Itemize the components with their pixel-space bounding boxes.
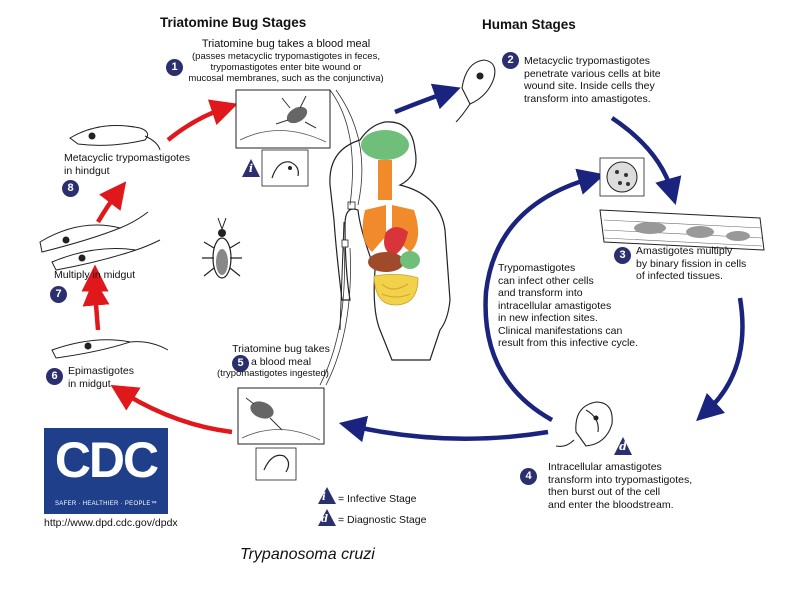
step-7-text: Multiply in midgut: [54, 269, 135, 282]
step-4-badge: 4: [520, 468, 537, 485]
amastigote-cell-circle: [599, 157, 645, 197]
note-line-2: can infect other cells: [498, 274, 594, 287]
step-3-line-3: of infected tissues.: [636, 270, 723, 282]
cdc-tagline: SAFER · HEALTHIER · PEOPLE™: [54, 501, 157, 507]
arrow-4-to-5: [338, 415, 549, 443]
step-8-text: Metacyclic trypomastigotes in hindgut: [64, 152, 190, 177]
step-3-badge: 3: [614, 247, 631, 264]
liver-organ: [368, 252, 404, 272]
reinfection-note: Trypomastigotes can infect other cells a…: [498, 262, 638, 350]
step-2-line-3: wound site. Inside cells they: [524, 80, 655, 92]
heart-organ: [384, 227, 408, 256]
brain-organ: [361, 130, 409, 160]
note-line-3: and transform into: [498, 287, 583, 299]
step-5-line-1: Triatomine bug takes: [232, 343, 330, 355]
bite-marker-lower: [341, 239, 349, 248]
step-5-line-3: (trypomastigotes ingested): [217, 368, 329, 379]
step-8-badge: 8: [62, 180, 79, 197]
bug-stages-header: Triatomine Bug Stages: [160, 15, 307, 30]
triatomine-bug-illustration: [202, 217, 242, 279]
human-stages-header: Human Stages: [482, 17, 576, 32]
infected-muscle-tissue: [599, 209, 765, 251]
step-3-line-2: by binary fission in cells: [636, 257, 747, 270]
parasite-stage6: [51, 339, 169, 359]
note-line-4: intracellular amastigotes: [498, 299, 612, 312]
step-2-line-2: penetrate various cells at bite: [524, 67, 661, 80]
arrow-1-to-2: [394, 83, 461, 115]
step-6-line-2: in midgut: [68, 377, 111, 390]
step-8-line-1: Metacyclic trypomastigotes: [64, 152, 191, 164]
bite-marker-upper: [347, 201, 356, 210]
human-cycle-arrows: [338, 83, 745, 443]
note-line-7: result from this infective cycle.: [498, 337, 639, 349]
arrow-5-to-6: [110, 384, 233, 435]
step-6-line-1: Epimastigotes: [68, 365, 134, 377]
arrow-2-to-3: [610, 116, 682, 205]
arrow-bug-to-1: [166, 99, 238, 142]
step-4-line-2: transform into trypomastigotes,: [548, 473, 693, 486]
arrow-6-to-7: [82, 278, 110, 331]
step-4-text: Intracellular amastigotes transform into…: [548, 461, 692, 511]
step-6-badge: 6: [46, 368, 63, 385]
parasite-stage8: [69, 125, 161, 151]
step-2-line-4: transform into amastigotes.: [524, 92, 651, 105]
note-line-1: Trypomastigotes: [498, 262, 576, 274]
parasite-stage2: [455, 59, 496, 123]
step-1-line-3: trypomastigotes enter bite wound or: [210, 61, 362, 73]
step-1-text: Triatomine bug takes a blood meal (passe…: [186, 38, 386, 84]
figure-caption: Trypanosoma cruzi: [240, 546, 375, 563]
step-1-badge: 1: [166, 59, 183, 76]
step-1-line-1: Triatomine bug takes a blood meal: [201, 38, 371, 50]
intestines-organ: [373, 274, 419, 306]
inset-stage5-parasite: [255, 447, 297, 481]
step-3-line-1: Amastigotes multiply: [636, 245, 733, 257]
cdc-logo: CDC SAFER · HEALTHIER · PEOPLE™: [44, 428, 168, 514]
arrow-8-to-top: [96, 181, 127, 224]
human-figure: [329, 121, 451, 361]
note-line-5: in new infection sites.: [498, 312, 598, 324]
legend-infective-symbol: i: [322, 492, 326, 503]
legend-badges: [318, 487, 336, 526]
step-6-text: Epimastigotes in midgut: [68, 365, 134, 390]
step-3-text: Amastigotes multiply by binary fission i…: [636, 245, 746, 283]
stomach-organ: [400, 251, 420, 269]
cdc-url-link[interactable]: http://www.dpd.cdc.gov/dpdx: [44, 517, 178, 529]
step-4-line-4: and enter the bloodstream.: [548, 498, 674, 511]
step-2-line-1: Metacyclic trypomastigotes: [524, 55, 651, 67]
bug-cycle-arrows: [81, 99, 238, 435]
step-5-badge: 5: [232, 355, 249, 372]
parasite-stage4: [555, 401, 613, 447]
step-5-text: Triatomine bug takes a blood meal (trypo…: [214, 343, 332, 379]
leader-lines: [319, 89, 363, 386]
arrow-3-to-4: [696, 297, 745, 422]
arrow-reinfection-cycle: [483, 168, 605, 422]
inset-bite-5: [237, 387, 325, 445]
step-5-line-2: a blood meal: [250, 355, 312, 368]
step-4-line-3: then burst out of the cell: [548, 486, 661, 498]
step-1-line-4: mucosal membranes, such as the conjuncti…: [188, 72, 384, 84]
step-7-line-1: Multiply in midgut: [54, 269, 136, 281]
legend-infective-label: = Infective Stage: [338, 493, 417, 505]
step-1-line-2: (passes metacyclic trypomastigotes in fe…: [192, 50, 380, 62]
step-4-line-1: Intracellular amastigotes: [548, 461, 662, 473]
step-7-badge: 7: [50, 286, 67, 303]
step-2-text: Metacyclic trypomastigotes penetrate var…: [524, 55, 661, 105]
legend-diagnostic-label: = Diagnostic Stage: [338, 514, 427, 526]
inset-bite-1: [235, 89, 331, 149]
legend-diagnostic-symbol: d: [321, 514, 328, 525]
cdc-logo-text: CDC: [54, 432, 159, 488]
note-line-6: Clinical manifestations can: [498, 324, 623, 337]
step-2-badge: 2: [502, 52, 519, 69]
inset-stage1-parasite: [261, 149, 309, 187]
parasite-stage7: [39, 211, 161, 271]
step-8-line-2: in hindgut: [64, 164, 110, 177]
trachea-organ: [378, 160, 392, 200]
